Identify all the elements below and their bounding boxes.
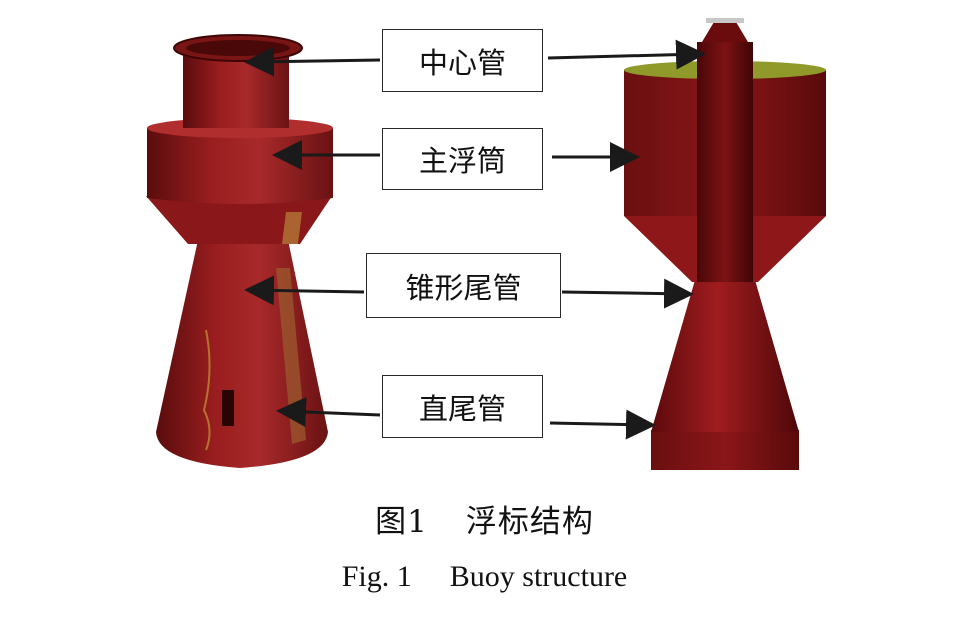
- arrow-tail-left: [276, 396, 381, 427]
- label-straight-tail: 直尾管: [382, 375, 543, 438]
- caption-english: Fig. 1 Buoy structure: [0, 560, 969, 594]
- caption-chinese: 图1 浮标结构: [0, 496, 969, 541]
- model-straight-tail: [651, 430, 799, 470]
- arrow-cone-right: [561, 278, 694, 309]
- caption-cn-number: 图1: [375, 504, 428, 540]
- arrow-tail-right: [549, 409, 656, 440]
- arrow-center-right: [547, 39, 706, 70]
- caption-cn-title: 浮标结构: [465, 504, 594, 540]
- model-cone-tail: [651, 280, 799, 432]
- arrow-cone-left: [244, 275, 365, 306]
- pointer-arrows: [244, 39, 706, 440]
- arrow-center-left: [244, 46, 381, 77]
- label-center-tube: 中心管: [382, 29, 543, 92]
- caption-en-title: Buoy structure: [449, 560, 628, 593]
- caption-en-number: Fig. 1: [341, 560, 412, 593]
- label-main-float: 主浮筒: [382, 128, 543, 190]
- buoy-model: [624, 18, 826, 470]
- label-cone-tail: 锥形尾管: [366, 253, 561, 318]
- model-center-tube: [697, 42, 753, 282]
- buoy-photo: [146, 34, 333, 468]
